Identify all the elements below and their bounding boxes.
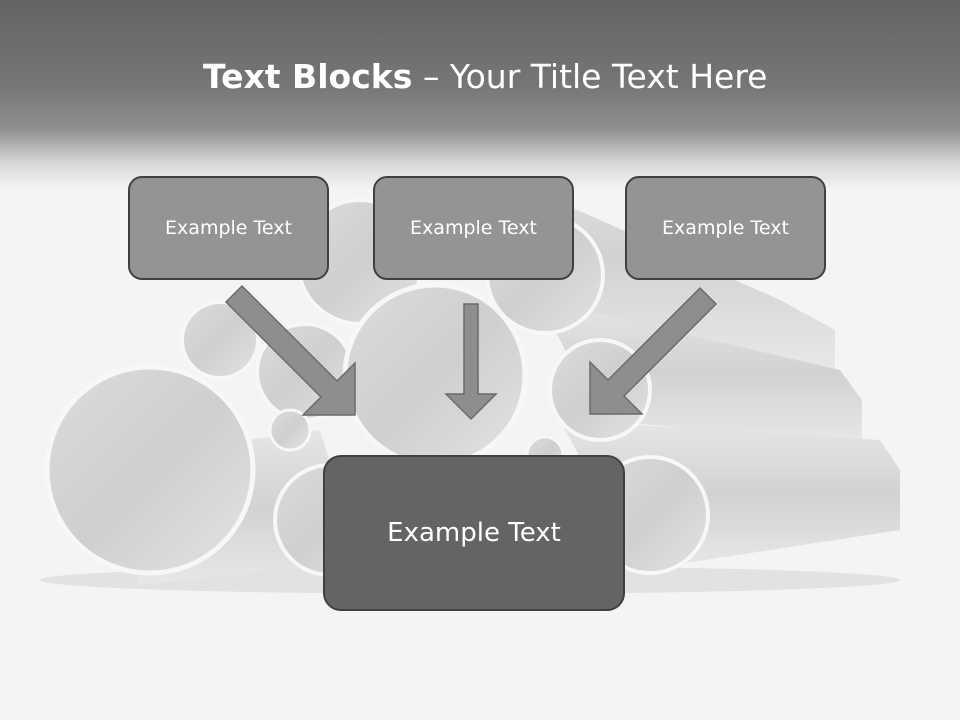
text-block-top-left-label: Example Text [165, 217, 292, 239]
text-block-bottom-main-label: Example Text [387, 518, 561, 548]
text-block-top-left[interactable]: Example Text [128, 176, 329, 280]
text-block-top-right[interactable]: Example Text [625, 176, 826, 280]
text-block-top-center[interactable]: Example Text [373, 176, 574, 280]
arrow-center-down [444, 303, 498, 421]
title-rest-part: Your Title Text Here [449, 57, 768, 96]
title-bar [0, 0, 960, 190]
arrow-left-diagonal [224, 284, 356, 416]
slide-title: Text Blocks – Your Title Text Here [203, 52, 903, 102]
arrow-right-diagonal [589, 286, 718, 415]
text-block-top-center-label: Example Text [410, 217, 537, 239]
text-block-bottom-main[interactable]: Example Text [323, 455, 625, 611]
title-separator: – [412, 57, 450, 96]
title-bold-part: Text Blocks [203, 57, 413, 96]
text-block-top-right-label: Example Text [662, 217, 789, 239]
